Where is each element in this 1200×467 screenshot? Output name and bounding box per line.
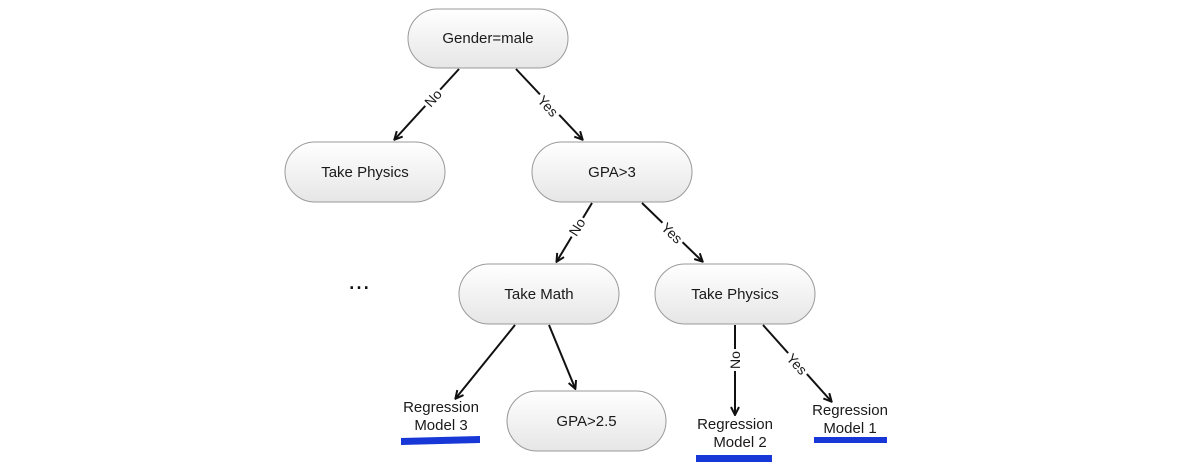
edge-label-gpa3-no: No bbox=[562, 212, 592, 242]
node-gpa-gt-3-label: GPA>3 bbox=[588, 164, 636, 181]
node-gender-male: Gender=male bbox=[407, 8, 569, 69]
node-take-physics-right-label: Take Physics bbox=[691, 286, 779, 303]
node-take-math-label: Take Math bbox=[504, 286, 573, 303]
node-gpa-gt-3: GPA>3 bbox=[531, 141, 693, 203]
node-take-physics-right: Take Physics bbox=[654, 263, 816, 325]
node-gpa-gt-2-5: GPA>2.5 bbox=[506, 390, 667, 452]
leaf-regression-model-1: Regression Model 1 bbox=[812, 402, 888, 443]
node-gpa-gt-2-5-label: GPA>2.5 bbox=[556, 413, 616, 430]
leaf-regression-model-1-underline bbox=[814, 437, 887, 443]
leaf-regression-model-3-line2: Model 3 bbox=[414, 417, 467, 434]
leaf-regression-model-1-line2: Model 1 bbox=[823, 420, 876, 437]
leaf-regression-model-2: Regression Model 2 bbox=[696, 416, 773, 462]
svg-text:No: No bbox=[727, 351, 743, 369]
ellipsis-more-branches: ... bbox=[348, 265, 370, 295]
edge-math-gpa25 bbox=[548, 324, 575, 388]
leaf-regression-model-1-line1: Regression bbox=[812, 402, 888, 419]
leaf-regression-model-3: Regression Model 3 bbox=[401, 399, 480, 445]
leaf-regression-model-3-line1: Regression bbox=[403, 399, 479, 416]
node-gender-male-label: Gender=male bbox=[442, 30, 533, 47]
leaf-regression-model-2-line1: Regression bbox=[697, 416, 773, 433]
edge-label-gender-yes: Yes bbox=[531, 88, 565, 124]
node-take-physics-left-label: Take Physics bbox=[321, 164, 409, 181]
node-take-physics-left: Take Physics bbox=[284, 141, 446, 203]
leaf-regression-model-3-underline bbox=[401, 436, 480, 445]
edge-label-physics-no: No bbox=[725, 349, 745, 371]
leaf-regression-model-2-underline bbox=[696, 455, 772, 462]
svg-text:No: No bbox=[565, 215, 588, 239]
edge-math-model3 bbox=[456, 324, 516, 398]
node-take-math: Take Math bbox=[458, 263, 620, 325]
leaf-regression-model-2-line2: Model 2 bbox=[713, 434, 766, 451]
